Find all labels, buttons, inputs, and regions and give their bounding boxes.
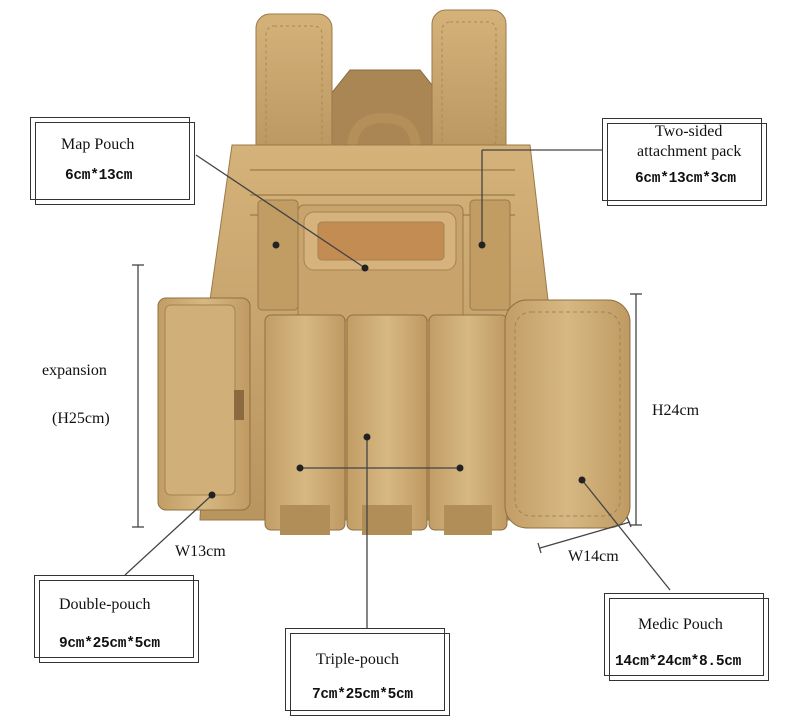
two-sided-dims: 6cm*13cm*3cm	[635, 171, 736, 187]
shoulder-strap-left	[255, 13, 333, 165]
map-pouch	[297, 204, 464, 321]
label-box-shadow	[39, 580, 199, 663]
triple-pouch	[264, 314, 508, 535]
triple-pouch-label-box: Triple-pouch 7cm*25cm*5cm	[285, 628, 450, 716]
shoulder-strap-right	[431, 9, 507, 161]
side-strap-left	[257, 199, 299, 311]
two-sided-title-line1: Two-sided	[655, 123, 723, 140]
double-pouch-title: Double-pouch	[59, 596, 151, 613]
label-box-shadow	[609, 598, 769, 681]
triple-pouch-dims: 7cm*25cm*5cm	[312, 687, 413, 703]
triple-pouch-title: Triple-pouch	[316, 651, 399, 668]
label-box-shadow	[290, 633, 450, 716]
collar-mesh	[329, 69, 441, 151]
expansion-height-label: (H25cm)	[52, 410, 110, 427]
double-pouch-dims: 9cm*25cm*5cm	[59, 636, 160, 652]
medic-height-label: H24cm	[652, 402, 700, 419]
grab-handle	[347, 112, 421, 151]
leader-lines	[124, 149, 671, 628]
medic-pouch-title: Medic Pouch	[638, 616, 723, 633]
map-pouch-title: Map Pouch	[61, 136, 135, 153]
double-width-label: W13cm	[175, 543, 226, 560]
medic-width-label: W14cm	[568, 548, 619, 565]
expansion-label: expansion	[42, 362, 107, 379]
medic-pouch-dims: 14cm*24cm*8.5cm	[615, 654, 742, 670]
two-sided-title-line2: attachment pack	[637, 143, 742, 160]
medic-pouch	[504, 299, 631, 529]
marker-dots	[208, 241, 586, 499]
map-pouch-dims: 6cm*13cm	[65, 168, 133, 184]
double-pouch	[157, 297, 251, 511]
double-pouch-label-box: Double-pouch 9cm*25cm*5cm	[34, 575, 199, 663]
label-box-shadow	[35, 122, 195, 205]
map-pouch-label-box: Map Pouch 6cm*13cm	[30, 117, 195, 205]
side-strap-right	[469, 199, 511, 311]
label-box-shadow	[607, 123, 767, 206]
two-sided-label-box: Two-sided attachment pack 6cm*13cm*3cm	[602, 118, 767, 206]
medic-pouch-label-box: Medic Pouch 14cm*24cm*8.5cm	[604, 593, 769, 681]
